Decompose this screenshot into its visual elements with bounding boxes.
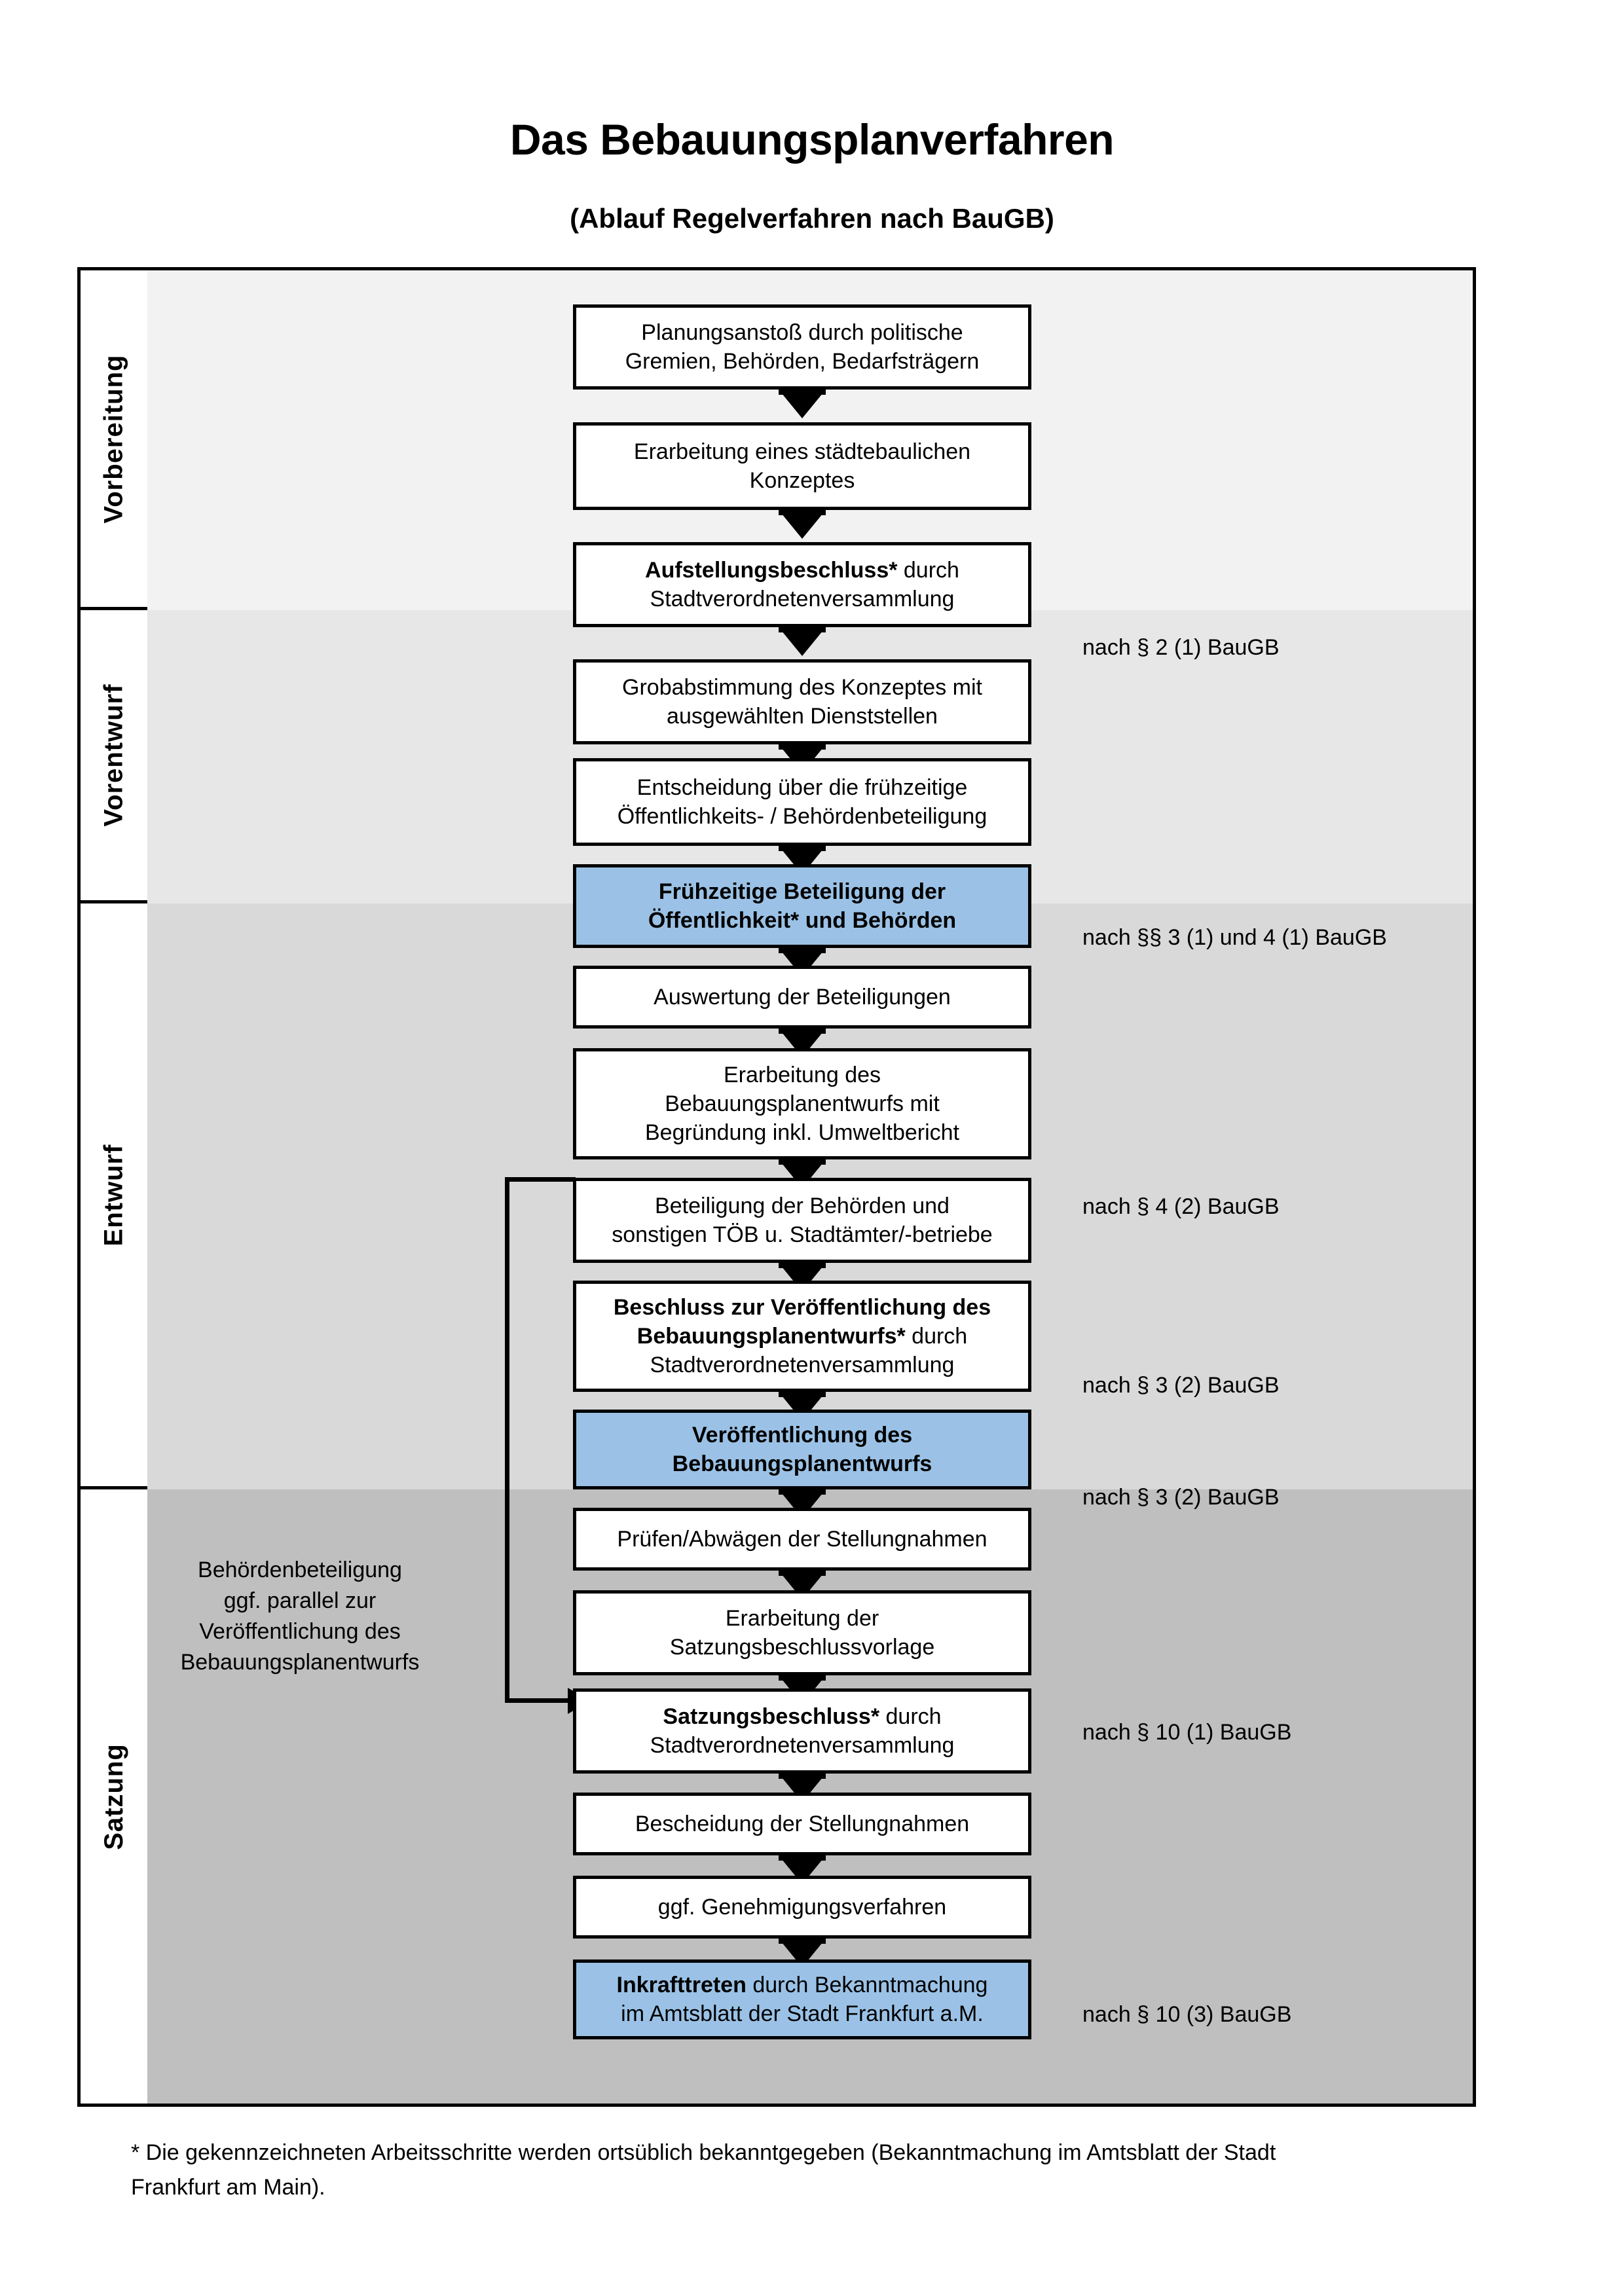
step-line: Beteiligung der Behörden und xyxy=(655,1193,950,1218)
law-note-par10-3: nach § 10 (3) BauGB xyxy=(1082,2002,1292,2027)
phase-label-satzung: Satzung xyxy=(99,1743,128,1850)
step-box-grobabstimmung[interactable]: Grobabstimmung des Konzeptes mit ausgewä… xyxy=(573,659,1031,744)
step-line: Bescheidung der Stellungnahmen xyxy=(635,1811,970,1836)
side-note-line-1: Behördenbeteiligung xyxy=(198,1558,402,1582)
step-box-genehmigungsverfahren[interactable]: ggf. Genehmigungsverfahren xyxy=(573,1876,1031,1939)
step-box-pruefen-abwaegen[interactable]: Prüfen/Abwägen der Stellungnahmen xyxy=(573,1508,1031,1571)
step-line-bold: Inkrafttreten xyxy=(616,1972,747,1997)
step-line-bold: Bebauungsplanentwurfs* xyxy=(637,1323,906,1349)
step-line: Öffentlichkeit* und Behörden xyxy=(648,908,957,933)
side-note-line-2: ggf. parallel zur xyxy=(223,1588,377,1613)
connector-arrow-icon xyxy=(779,390,826,418)
step-box-bescheidung[interactable]: Bescheidung der Stellungnahmen xyxy=(573,1793,1031,1855)
step-line: sonstigen TÖB u. Stadtämter/-betriebe xyxy=(612,1222,993,1247)
step-line: Bebauungsplanentwurfs mit xyxy=(665,1091,940,1116)
step-line: Gremien, Behörden, Bedarfsträgern xyxy=(625,349,980,374)
phase-cell-satzung: Satzung xyxy=(81,1489,147,2104)
step-line-bold: Aufstellungsbeschluss* xyxy=(645,557,898,583)
step-line: Stadtverordnetenversammlung xyxy=(650,587,955,611)
step-line: Grobabstimmung des Konzeptes mit xyxy=(622,674,982,700)
step-box-beschluss-veroeffentlichung[interactable]: Beschluss zur Veröffentlichung des Bebau… xyxy=(573,1281,1031,1392)
step-line: Veröffentlichung des xyxy=(692,1422,913,1448)
law-note-par3-2-b: nach § 3 (2) BauGB xyxy=(1082,1485,1280,1510)
footnote-line-2: Frankfurt am Main). xyxy=(131,2174,325,2200)
step-line-bold: Satzungsbeschluss* xyxy=(663,1704,880,1729)
step-box-aufstellungsbeschluss[interactable]: Aufstellungsbeschluss* durch Stadtverord… xyxy=(573,542,1031,627)
step-line: Frühzeitige Beteiligung der xyxy=(658,879,946,904)
step-line: Auswertung der Beteiligungen xyxy=(654,984,951,1010)
step-box-entscheidung-fruehzeitige[interactable]: Entscheidung über die frühzeitige Öffent… xyxy=(573,758,1031,846)
side-note-line-4: Bebauungsplanentwurfs xyxy=(180,1649,420,1675)
footnote-line-1: * Die gekennzeichneten Arbeitsschritte w… xyxy=(131,2140,1276,2165)
step-line: Erarbeitung der xyxy=(725,1605,879,1631)
step-line: ausgewählten Dienststellen xyxy=(667,704,938,729)
step-line: Bebauungsplanentwurfs* durch xyxy=(583,1322,1022,1351)
step-line: im Amtsblatt der Stadt Frankfurt a.M. xyxy=(621,2001,984,2026)
step-line: Stadtverordnetenversammlung xyxy=(650,1733,955,1758)
step-line: Entscheidung über die frühzeitige xyxy=(637,774,968,800)
flowchart-frame: Vorbereitung Vorentwurf Entwurf Satzung … xyxy=(77,267,1476,2107)
phase-label-vorbereitung: Vorbereitung xyxy=(99,354,128,523)
page-subtitle: (Ablauf Regelverfahren nach BauGB) xyxy=(570,203,1054,234)
step-line: Öffentlichkeits- / Behördenbeteiligung xyxy=(617,804,987,829)
step-line: Inkrafttreten durch Bekanntmachung xyxy=(583,1971,1022,1999)
connector-arrow-icon xyxy=(779,510,826,539)
elbow-vertical-segment xyxy=(505,1177,509,1703)
step-box-erarbeitung-entwurf[interactable]: Erarbeitung des Bebauungsplanentwurfs mi… xyxy=(573,1048,1031,1159)
law-note-par3-1-4-1: nach §§ 3 (1) und 4 (1) BauGB xyxy=(1082,925,1387,950)
step-box-satzungsbeschluss[interactable]: Satzungsbeschluss* durch Stadtverordnete… xyxy=(573,1688,1031,1774)
step-line-suffix: durch xyxy=(905,1323,968,1349)
step-line: Begründung inkl. Umweltbericht xyxy=(644,1120,960,1146)
step-line: Planungsanstoß durch politische xyxy=(641,319,963,345)
elbow-bottom-segment xyxy=(505,1698,570,1703)
step-line: Erarbeitung des xyxy=(723,1062,881,1087)
step-line: Satzungsbeschluss* durch xyxy=(583,1702,1022,1731)
side-note-line-3: Veröffentlichung des xyxy=(199,1618,401,1644)
step-line-suffix: durch Bekanntmachung xyxy=(746,1972,988,1997)
phase-label-vorentwurf: Vorentwurf xyxy=(99,683,128,827)
footnote: * Die gekennzeichneten Arbeitsschritte w… xyxy=(131,2136,1486,2204)
step-box-inkrafttreten[interactable]: Inkrafttreten durch Bekanntmachung im Am… xyxy=(573,1959,1031,2039)
elbow-top-segment xyxy=(505,1177,576,1182)
phase-cell-entwurf: Entwurf xyxy=(81,903,147,1489)
step-line-suffix: durch xyxy=(897,557,959,583)
law-note-par3-2-a: nach § 3 (2) BauGB xyxy=(1082,1373,1280,1398)
step-box-erarbeitung-satzungsvorlage[interactable]: Erarbeitung der Satzungsbeschlussvorlage xyxy=(573,1590,1031,1675)
step-line-suffix: durch xyxy=(879,1704,942,1729)
step-line: Beschluss zur Veröffentlichung des xyxy=(613,1294,991,1320)
step-box-konzept[interactable]: Erarbeitung eines städtebaulichen Konzep… xyxy=(573,422,1031,510)
step-line: Prüfen/Abwägen der Stellungnahmen xyxy=(617,1526,987,1552)
step-box-beteiligung-behoerden[interactable]: Beteiligung der Behörden und sonstigen T… xyxy=(573,1178,1031,1263)
step-line: ggf. Genehmigungsverfahren xyxy=(657,1894,947,1920)
side-note-behoerdenbeteiligung: Behördenbeteiligung ggf. parallel zur Ve… xyxy=(117,1555,483,1678)
step-box-planungsanstoss[interactable]: Planungsanstoß durch politische Gremien,… xyxy=(573,304,1031,390)
step-box-fruehzeitige-beteiligung[interactable]: Frühzeitige Beteiligung der Öffentlichke… xyxy=(573,864,1031,948)
step-line: Satzungsbeschlussvorlage xyxy=(669,1635,935,1660)
law-note-par2-1: nach § 2 (1) BauGB xyxy=(1082,635,1280,660)
step-line: Aufstellungsbeschluss* durch xyxy=(583,556,1022,585)
connector-arrow-icon xyxy=(779,627,826,656)
step-line: Konzeptes xyxy=(749,468,855,493)
law-note-par4-2: nach § 4 (2) BauGB xyxy=(1082,1194,1280,1219)
title-area: Das Bebauungsplanverfahren (Ablauf Regel… xyxy=(0,0,1624,268)
phase-label-entwurf: Entwurf xyxy=(99,1144,128,1246)
step-box-veroeffentlichung[interactable]: Veröffentlichung des Bebauungsplanentwur… xyxy=(573,1410,1031,1489)
law-note-par10-1: nach § 10 (1) BauGB xyxy=(1082,1720,1292,1745)
phase-cell-vorbereitung: Vorbereitung xyxy=(81,270,147,610)
page-title: Das Bebauungsplanverfahren xyxy=(509,115,1115,164)
step-line: Stadtverordnetenversammlung xyxy=(650,1353,955,1378)
step-box-auswertung[interactable]: Auswertung der Beteiligungen xyxy=(573,966,1031,1029)
step-line: Bebauungsplanentwurfs xyxy=(672,1451,932,1476)
phase-cell-vorentwurf: Vorentwurf xyxy=(81,610,147,903)
step-line: Erarbeitung eines städtebaulichen xyxy=(633,439,971,464)
